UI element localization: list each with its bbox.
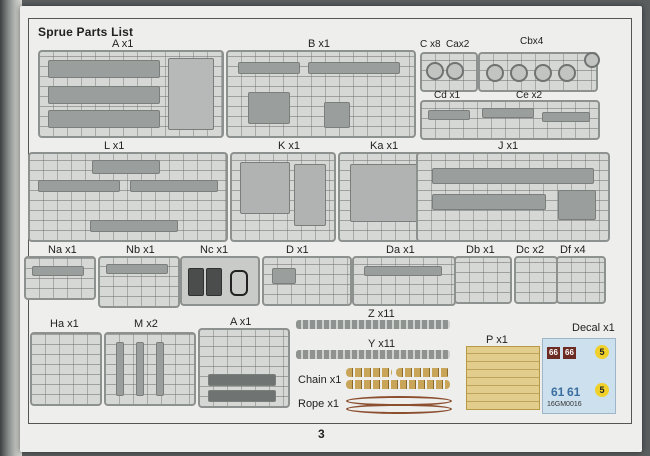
label-y: Y x11 [368, 338, 396, 350]
decal-61-b: 61 [567, 385, 581, 399]
sprue-m [104, 332, 196, 406]
sprue-cb [478, 52, 598, 92]
label-z: Z x11 [368, 308, 395, 320]
label-cb: Cbx4 [520, 36, 544, 47]
page-title: Sprue Parts List [38, 25, 134, 39]
decal-61-a: 61 [551, 385, 565, 399]
booklet-binding [0, 0, 22, 456]
sprue-a-bottom [198, 328, 290, 408]
sprue-ha [30, 332, 102, 406]
decal-5-b: 5 [595, 383, 609, 397]
label-na: Na x1 [48, 244, 77, 256]
sprue-na [24, 256, 96, 300]
label-chain: Chain x1 [298, 374, 342, 386]
photo-etch-sheet [466, 346, 540, 410]
chain-part [346, 368, 392, 377]
label-df: Df x4 [560, 244, 586, 256]
decal-sheet: 66 66 5 61 61 5 16GM0016 [542, 338, 616, 414]
sprue-j [416, 152, 610, 242]
sprue-c [420, 52, 478, 92]
sprue-ka [338, 152, 430, 242]
label-dc: Dc x2 [516, 244, 545, 256]
label-p: P x1 [486, 334, 508, 346]
sprue-cd-ce [420, 100, 600, 140]
label-m: M x2 [134, 318, 158, 330]
label-cd: Cd x1 [434, 90, 461, 101]
label-ka: Ka x1 [370, 140, 399, 152]
sprue-a-top [38, 50, 224, 138]
sprue-nb [98, 256, 180, 308]
sprue-nc [180, 256, 260, 306]
label-a2: A x1 [230, 316, 252, 328]
label-rope: Rope x1 [298, 398, 339, 410]
chain-part-3 [346, 380, 450, 389]
track-links-z [296, 320, 450, 329]
label-k: K x1 [278, 140, 301, 152]
decal-66-a: 66 [547, 347, 560, 359]
label-decal: Decal x1 [572, 322, 615, 334]
chain-part-2 [396, 368, 450, 377]
label-db: Db x1 [466, 244, 495, 256]
instruction-page: Sprue Parts List A x1 B x1 C x8 Cax2 Cbx… [20, 6, 642, 452]
track-links-y [296, 350, 450, 359]
label-ce: Ce x2 [516, 90, 543, 101]
rope-part-2 [346, 404, 452, 414]
sprue-dc [514, 256, 558, 304]
decal-66-b: 66 [563, 347, 576, 359]
sprue-d [262, 256, 352, 306]
sprue-l [28, 152, 228, 242]
sprue-da [352, 256, 456, 306]
label-da: Da x1 [386, 244, 415, 256]
decal-code: 16GM0016 [547, 401, 582, 408]
label-d: D x1 [286, 244, 309, 256]
sprue-df [556, 256, 606, 304]
sprue-b [226, 50, 416, 138]
spare-wheel-icon [584, 52, 600, 68]
label-nc: Nc x1 [200, 244, 229, 256]
label-nb: Nb x1 [126, 244, 155, 256]
label-ca: Cax2 [446, 39, 470, 50]
sprue-k [230, 152, 336, 242]
label-j: J x1 [498, 140, 519, 152]
sprue-db [454, 256, 512, 304]
label-b: B x1 [308, 38, 331, 50]
decal-5-a: 5 [595, 345, 609, 359]
label-c: C x8 [420, 39, 441, 50]
label-a1: A x1 [112, 38, 134, 50]
label-ha: Ha x1 [50, 318, 79, 330]
page-number: 3 [318, 427, 325, 441]
label-l: L x1 [104, 140, 125, 152]
